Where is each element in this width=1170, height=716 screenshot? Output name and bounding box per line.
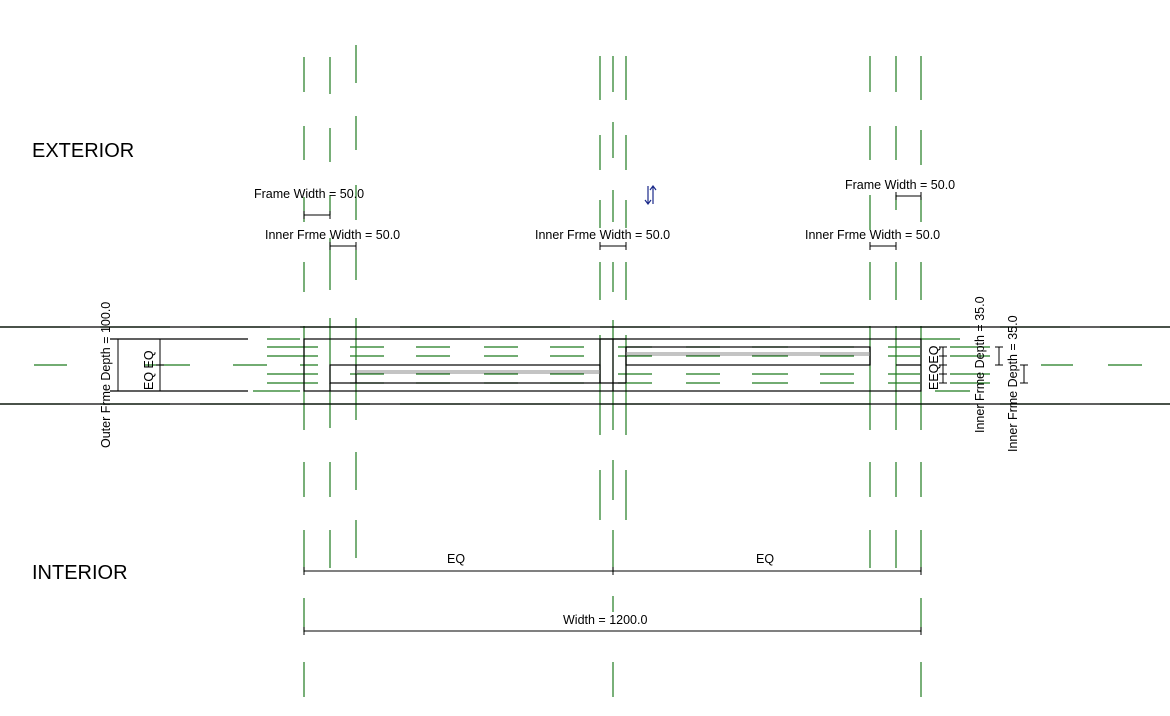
eq-left-dimension[interactable]: EQ [447, 552, 465, 566]
inner-frame-width-left-dimension[interactable]: Inner Frme Width = 50.0 [265, 228, 400, 242]
total-width-dimension[interactable]: Width = 1200.0 [563, 613, 647, 627]
outer-frame-depth-dimension[interactable]: Outer Frme Depth = 100.0 [99, 302, 113, 448]
inner-frame-eq-dimension[interactable]: EEQEQ [927, 345, 941, 390]
inner-frame-depth-dimension-1[interactable]: Inner Frme Depth = 35.0 [973, 296, 987, 433]
inner-frame-width-right-dimension[interactable]: Inner Frme Width = 50.0 [805, 228, 940, 242]
inner-frame-width-center-dimension[interactable]: Inner Frme Width = 50.0 [535, 228, 670, 242]
frame-width-right-dimension[interactable]: Frame Width = 50.0 [845, 178, 955, 192]
frame-width-left-dimension[interactable]: Frame Width = 50.0 [254, 187, 364, 201]
flip-arrows-icon[interactable] [644, 185, 657, 205]
glass-panes[interactable] [356, 352, 870, 374]
outer-frame-eq-dimension[interactable]: EQ EQ [142, 350, 156, 390]
interior-label: INTERIOR [32, 562, 128, 584]
reference-planes-horizontal[interactable] [0, 326, 1170, 405]
dimension-lines [114, 192, 1028, 635]
window-frame-geometry[interactable] [0, 326, 1170, 405]
exterior-label: EXTERIOR [32, 140, 134, 162]
eq-right-dimension[interactable]: EQ [756, 552, 774, 566]
inner-frame-depth-dimension-2[interactable]: Inner Frme Depth = 35.0 [1006, 315, 1020, 452]
